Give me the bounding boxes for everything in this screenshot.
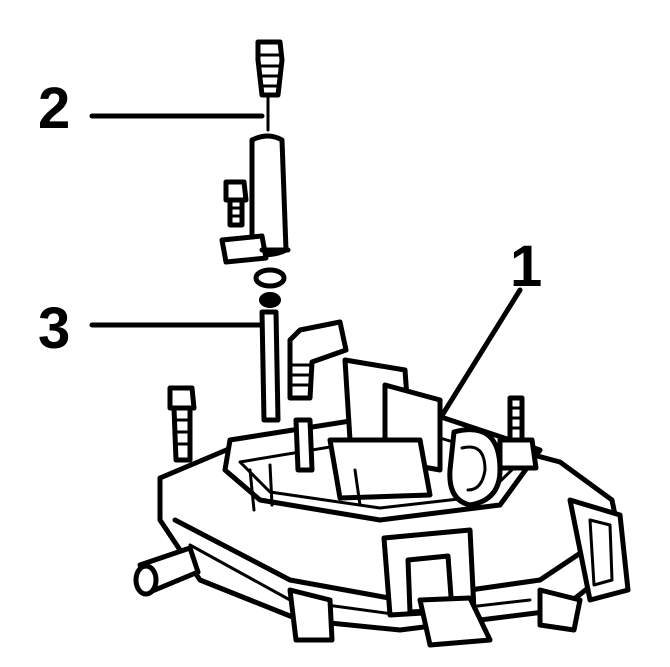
mounting-bolt (167, 385, 197, 463)
leader-lines (89, 113, 523, 441)
part-3-rod (253, 267, 287, 423)
part-1-throttle-body (133, 319, 631, 648)
callout-label-3: 3 (38, 296, 71, 361)
callout-label-2: 2 (38, 76, 71, 141)
callout-label-1: 1 (510, 234, 543, 299)
part-2-fitting (219, 39, 291, 265)
